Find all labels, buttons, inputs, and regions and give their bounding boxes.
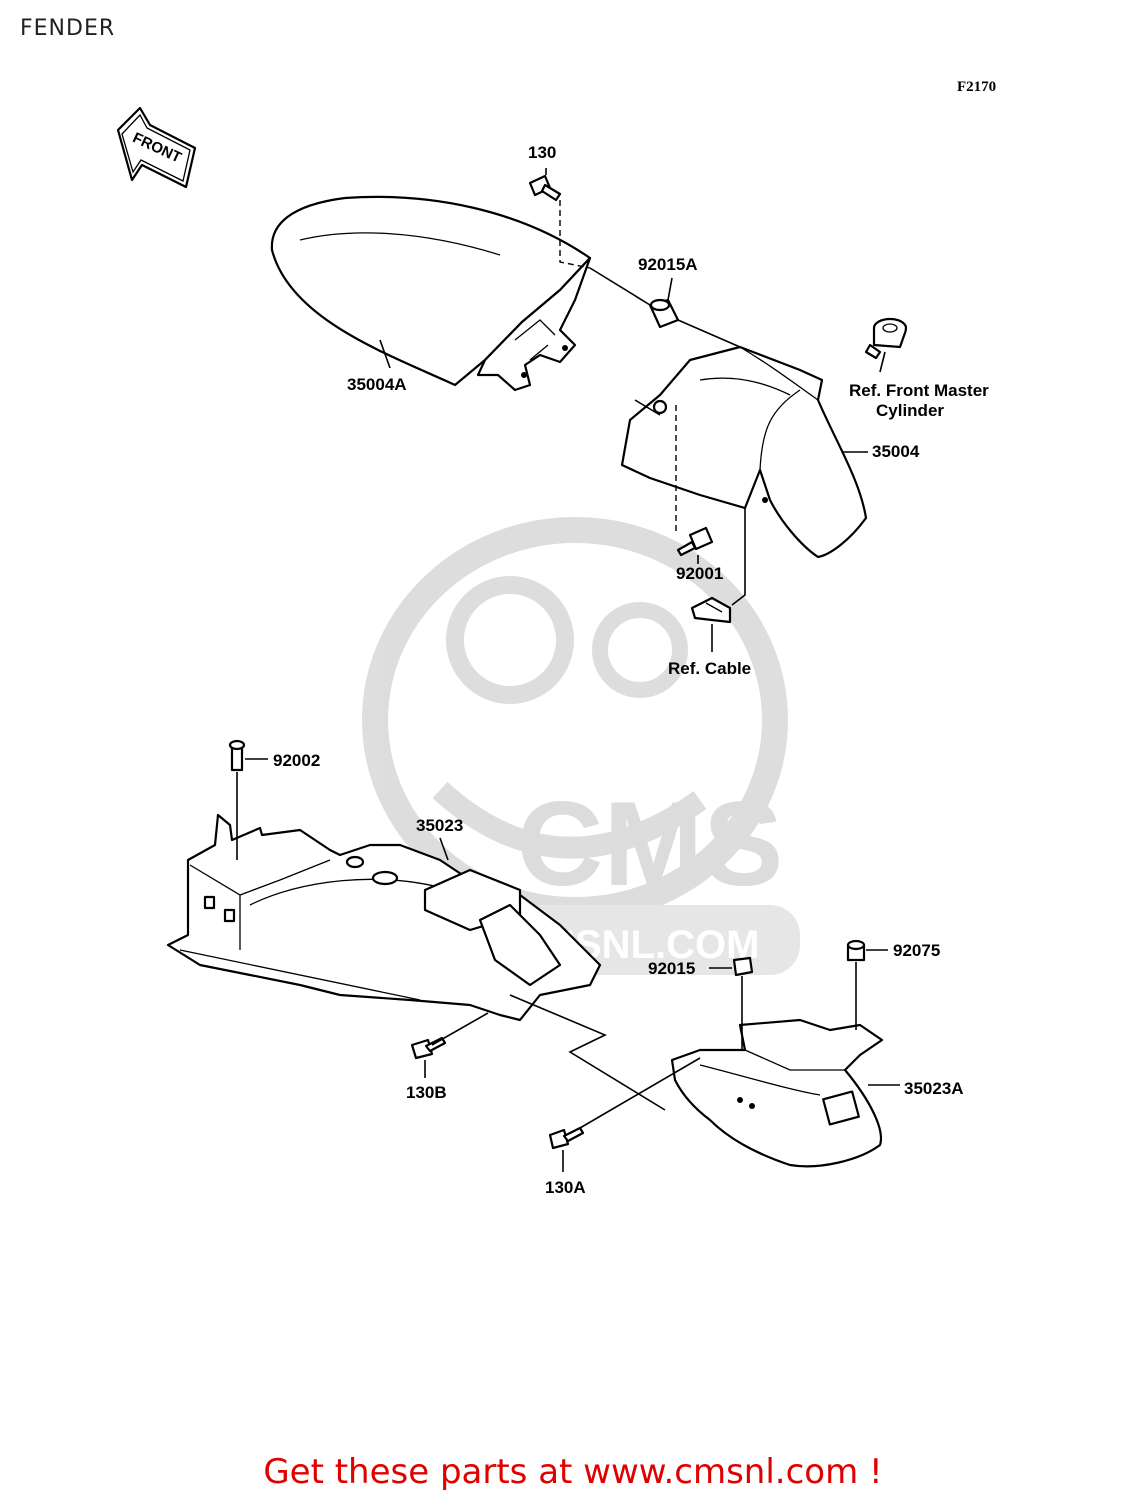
rear-fender-outer-part bbox=[670, 1018, 884, 1168]
bolt-130-icon bbox=[528, 174, 562, 202]
diagram-code: F2170 bbox=[957, 79, 997, 95]
label-ref-front-master: Ref. Front Master bbox=[849, 381, 989, 400]
label-92015: 92015 bbox=[648, 959, 695, 978]
label-92002: 92002 bbox=[273, 751, 320, 770]
bolt-130B-icon bbox=[410, 1036, 447, 1060]
grommet-92075-icon bbox=[846, 939, 866, 962]
label-ref-front-master-cylinder: Cylinder bbox=[876, 401, 944, 420]
label-130B: 130B bbox=[406, 1083, 447, 1102]
label-ref-cable: Ref. Cable bbox=[668, 659, 751, 678]
watermark-brand: CMS bbox=[517, 777, 784, 911]
front-fender-rear-part bbox=[620, 345, 868, 559]
label-92001: 92001 bbox=[676, 564, 723, 583]
bolt-130A-icon bbox=[548, 1126, 585, 1150]
label-35023A: 35023A bbox=[904, 1079, 964, 1098]
parts-diagram: CMS WWW.CMSNL.COM FRONT bbox=[116, 106, 989, 1197]
call-to-action-link[interactable]: Get these parts at www.cmsnl.com ! bbox=[263, 1452, 883, 1492]
cable-clip-icon bbox=[690, 596, 732, 624]
front-arrow-icon: FRONT bbox=[116, 106, 197, 189]
label-35004A: 35004A bbox=[347, 375, 407, 394]
label-35023: 35023 bbox=[416, 816, 463, 835]
label-35004: 35004 bbox=[872, 442, 920, 461]
grommet-92015A-icon bbox=[648, 298, 680, 329]
label-130A: 130A bbox=[545, 1178, 586, 1197]
label-130: 130 bbox=[528, 143, 556, 162]
page-title: FENDER bbox=[20, 16, 116, 41]
brake-hose-clamp-icon bbox=[864, 317, 908, 360]
bolt-92002-icon bbox=[228, 739, 246, 772]
leader-lines bbox=[236, 168, 900, 1172]
front-fender-front-part bbox=[270, 195, 592, 392]
label-92075: 92075 bbox=[893, 941, 940, 960]
label-92015A: 92015A bbox=[638, 255, 698, 274]
rear-fender-inner-part bbox=[166, 813, 602, 1022]
nut-92015-icon bbox=[732, 956, 754, 977]
bolt-92001-icon bbox=[676, 526, 714, 557]
